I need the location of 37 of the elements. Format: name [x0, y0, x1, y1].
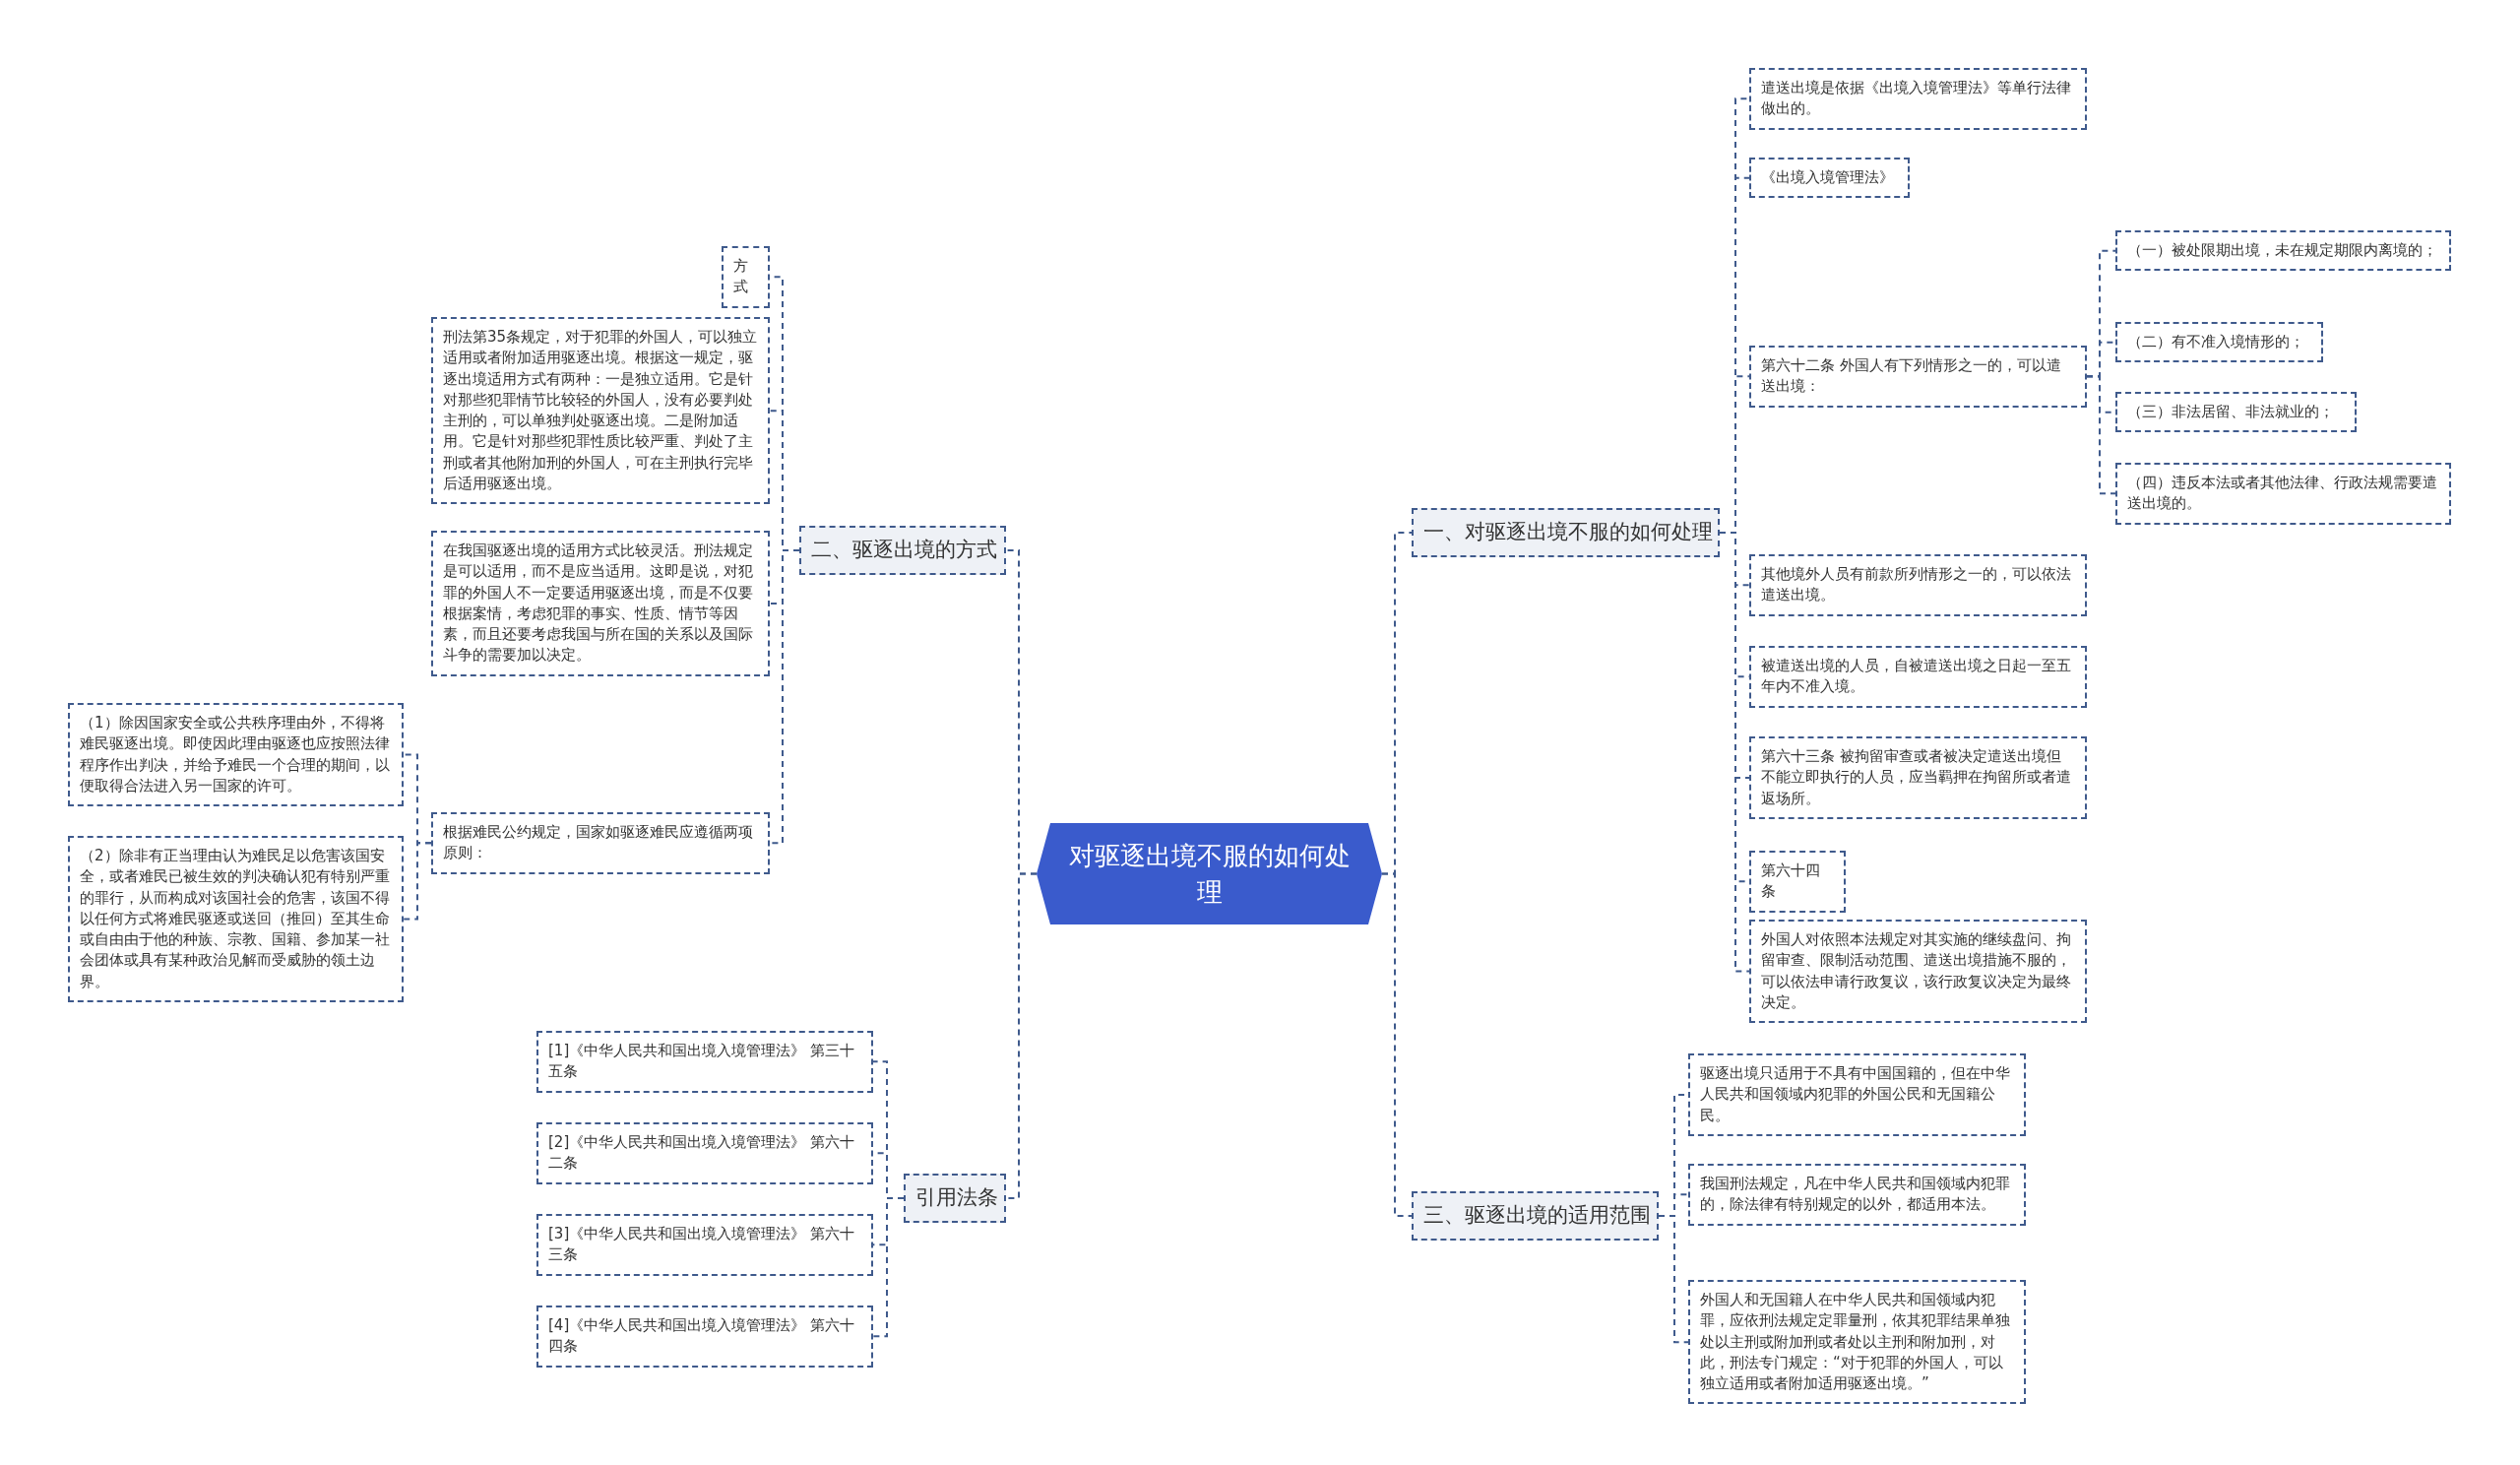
- connector-line: [1005, 872, 1038, 1199]
- topic-box: （一）被处限期出境，未在规定期限内离境的；: [2115, 230, 2451, 272]
- connector-line: [1658, 1214, 1689, 1344]
- branch-topic-box: 一、对驱逐出境不服的如何处理: [1412, 508, 1720, 557]
- topic-box: 外国人和无国籍人在中华人民共和国领域内犯罪，应依刑法规定定罪量刑，依其犯罪结果单独处以主刑或附加刑或者处以主刑和附加刑，对此，刑法专门规定：“对于犯罪的外国人，可以独立适用或者附加适用驱逐出境。”: [1688, 1280, 2026, 1405]
- topic-box: （三）非法居留、非法就业的；: [2115, 392, 2357, 433]
- topic-box: 被遣送出境的人员，自被遣送出境之日起一至五年内不准入境。: [1749, 646, 2087, 708]
- topic-box: 方式: [722, 246, 770, 308]
- branch-topic-box: 三、驱逐出境的适用范围: [1412, 1191, 1659, 1241]
- topic-box: 我国刑法规定，凡在中华人民共和国领域内犯罪的，除法律有特别规定的以外，都适用本法。: [1688, 1164, 2026, 1226]
- topic-box: 《出境入境管理法》: [1749, 158, 1910, 199]
- connector-line: [1381, 872, 1413, 1217]
- central-topic-box: 对驱逐出境不服的如何处理: [1037, 823, 1382, 924]
- topic-box: 在我国驱逐出境的适用方式比较灵活。刑法规定是可以适用，而不是应当适用。这即是说，对犯罪的外国人不一定要适用驱逐出境，而是不仅要根据案情，考虑犯罪的事实、性质、情节等因素，而且还要考虑我国与所在国的关系以及国际斗争的需要加以决定。: [431, 531, 770, 676]
- topic-box: 遣送出境是依据《出境入境管理法》等单行法律做出的。: [1749, 68, 2087, 130]
- topic-box: （四）违反本法或者其他法律、行政法规需要遣送出境的。: [2115, 463, 2451, 525]
- topic-box: （二）有不准入境情形的；: [2115, 322, 2323, 363]
- topic-box: 第六十二条 外国人有下列情形之一的，可以遣送出境：: [1749, 346, 2087, 408]
- connector-line: [769, 548, 800, 845]
- topic-box: 驱逐出境只适用于不具有中国国籍的，但在中华人民共和国领域内犯罪的外国公民和无国籍公民。: [1688, 1053, 2026, 1136]
- topic-box: [4]《中华人民共和国出境入境管理法》 第六十四条: [536, 1306, 873, 1368]
- topic-box: （1）除因国家安全或公共秩序理由外，不得将难民驱逐出境。即使因此理由驱逐也应按照法律程序作出判决，并给予难民一个合理的期间，以便取得合法进入另一国家的许可。: [68, 703, 404, 807]
- connector-line: [403, 842, 432, 921]
- topic-box: 其他境外人员有前款所列情形之一的，可以依法遣送出境。: [1749, 554, 2087, 616]
- topic-box: 外国人对依照本法规定对其实施的继续盘问、拘留审查、限制活动范围、遣送出境措施不服的，可以依法申请行政复议，该行政复议决定为最终决定。: [1749, 920, 2087, 1024]
- topic-box: （2）除非有正当理由认为难民足以危害该国安全，或者难民已被生效的判决确认犯有特别严重的罪行，从而构成对该国社会的危害，该国不得以任何方式将难民驱逐或送回（推回）至其生命或自由由于他的种族、宗教、国籍、参加某一社会团体或具有某种政治见解而受威胁的领土边界。: [68, 836, 404, 1003]
- connector-line: [2086, 375, 2116, 495]
- topic-box: 刑法第35条规定，对于犯罪的外国人，可以独立适用或者附加适用驱逐出境。根据这一规定，驱逐出境适用方式有两种：一是独立适用。它是针对那些犯罪情节比较轻的外国人，没有必要判处主刑的，可以单独判处驱逐出境。二是附加适用。它是针对那些犯罪性质比较严重、判处了主刑或者其他附加刑的外国人，可在主刑执行完毕后适用驱逐出境。: [431, 317, 770, 505]
- topic-box: [1]《中华人民共和国出境入境管理法》 第三十五条: [536, 1031, 873, 1093]
- branch-topic-box: 引用法条: [904, 1174, 1006, 1223]
- connector-line: [872, 1196, 905, 1338]
- topic-box: 根据难民公约规定，国家如驱逐难民应遵循两项原则：: [431, 812, 770, 874]
- topic-box: 第六十三条 被拘留审查或者被决定遣送出境但不能立即执行的人员，应当羁押在拘留所或者遣返场所。: [1749, 736, 2087, 819]
- topic-box: [2]《中华人民共和国出境入境管理法》 第六十二条: [536, 1122, 873, 1184]
- branch-topic-box: 二、驱逐出境的方式: [799, 526, 1006, 575]
- topic-box: [3]《中华人民共和国出境入境管理法》 第六十三条: [536, 1214, 873, 1276]
- topic-box: 第六十四条: [1749, 851, 1846, 913]
